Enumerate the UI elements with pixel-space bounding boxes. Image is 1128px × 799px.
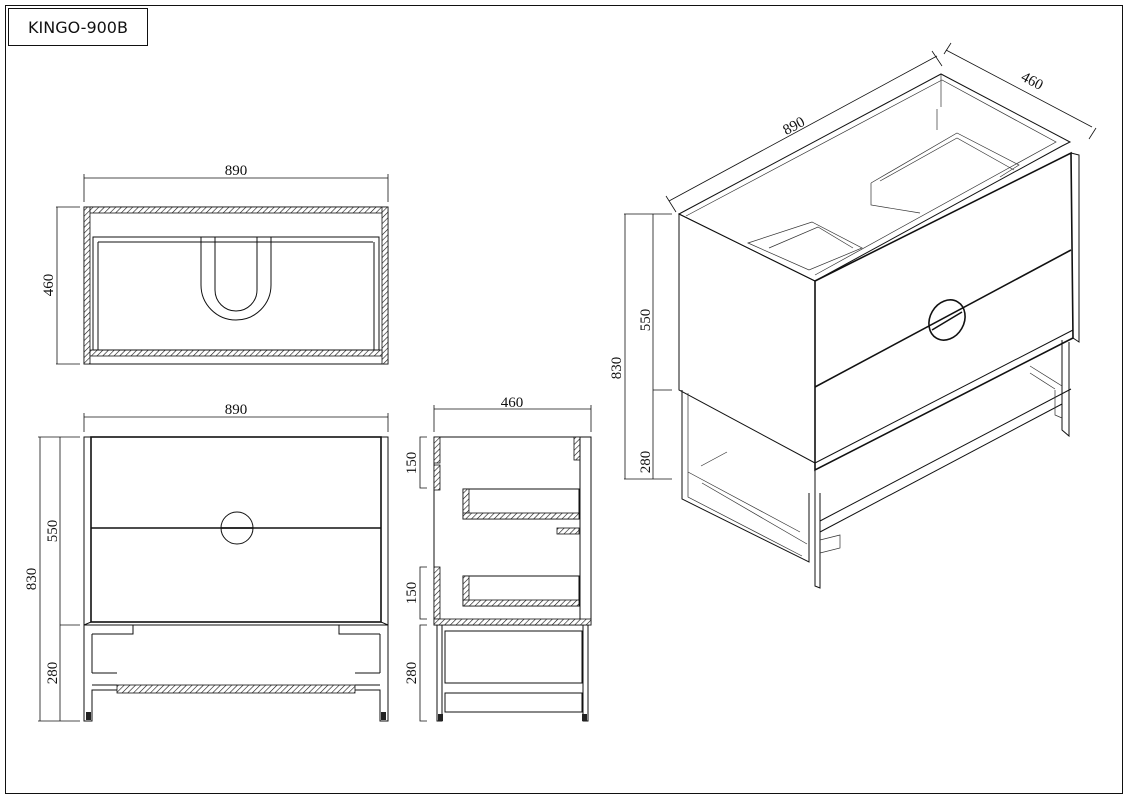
front-leg-height-label: 280 — [45, 662, 61, 685]
side-lower-drawer-label: 150 — [404, 582, 420, 605]
iso-cabinet-height-label: 550 — [638, 309, 654, 332]
side-view — [419, 405, 592, 722]
side-upper-drawer-label: 150 — [404, 452, 420, 475]
sheet-border — [5, 5, 1123, 794]
side-leg-height-label: 280 — [404, 662, 420, 685]
front-cabinet-height-label: 550 — [45, 520, 61, 543]
top-view — [56, 174, 389, 365]
top-width-label: 890 — [225, 163, 248, 179]
front-width-label: 890 — [225, 402, 248, 418]
top-depth-label: 460 — [41, 274, 57, 297]
isometric-view — [624, 42, 1097, 589]
model-title: KINGO-900B — [8, 8, 148, 46]
front-total-height-label: 830 — [24, 568, 40, 591]
front-view — [38, 413, 389, 722]
iso-leg-height-label: 280 — [638, 451, 654, 474]
iso-total-height-label: 830 — [609, 357, 625, 380]
side-depth-label: 460 — [501, 395, 524, 411]
iso-width-label: 890 — [780, 114, 807, 139]
